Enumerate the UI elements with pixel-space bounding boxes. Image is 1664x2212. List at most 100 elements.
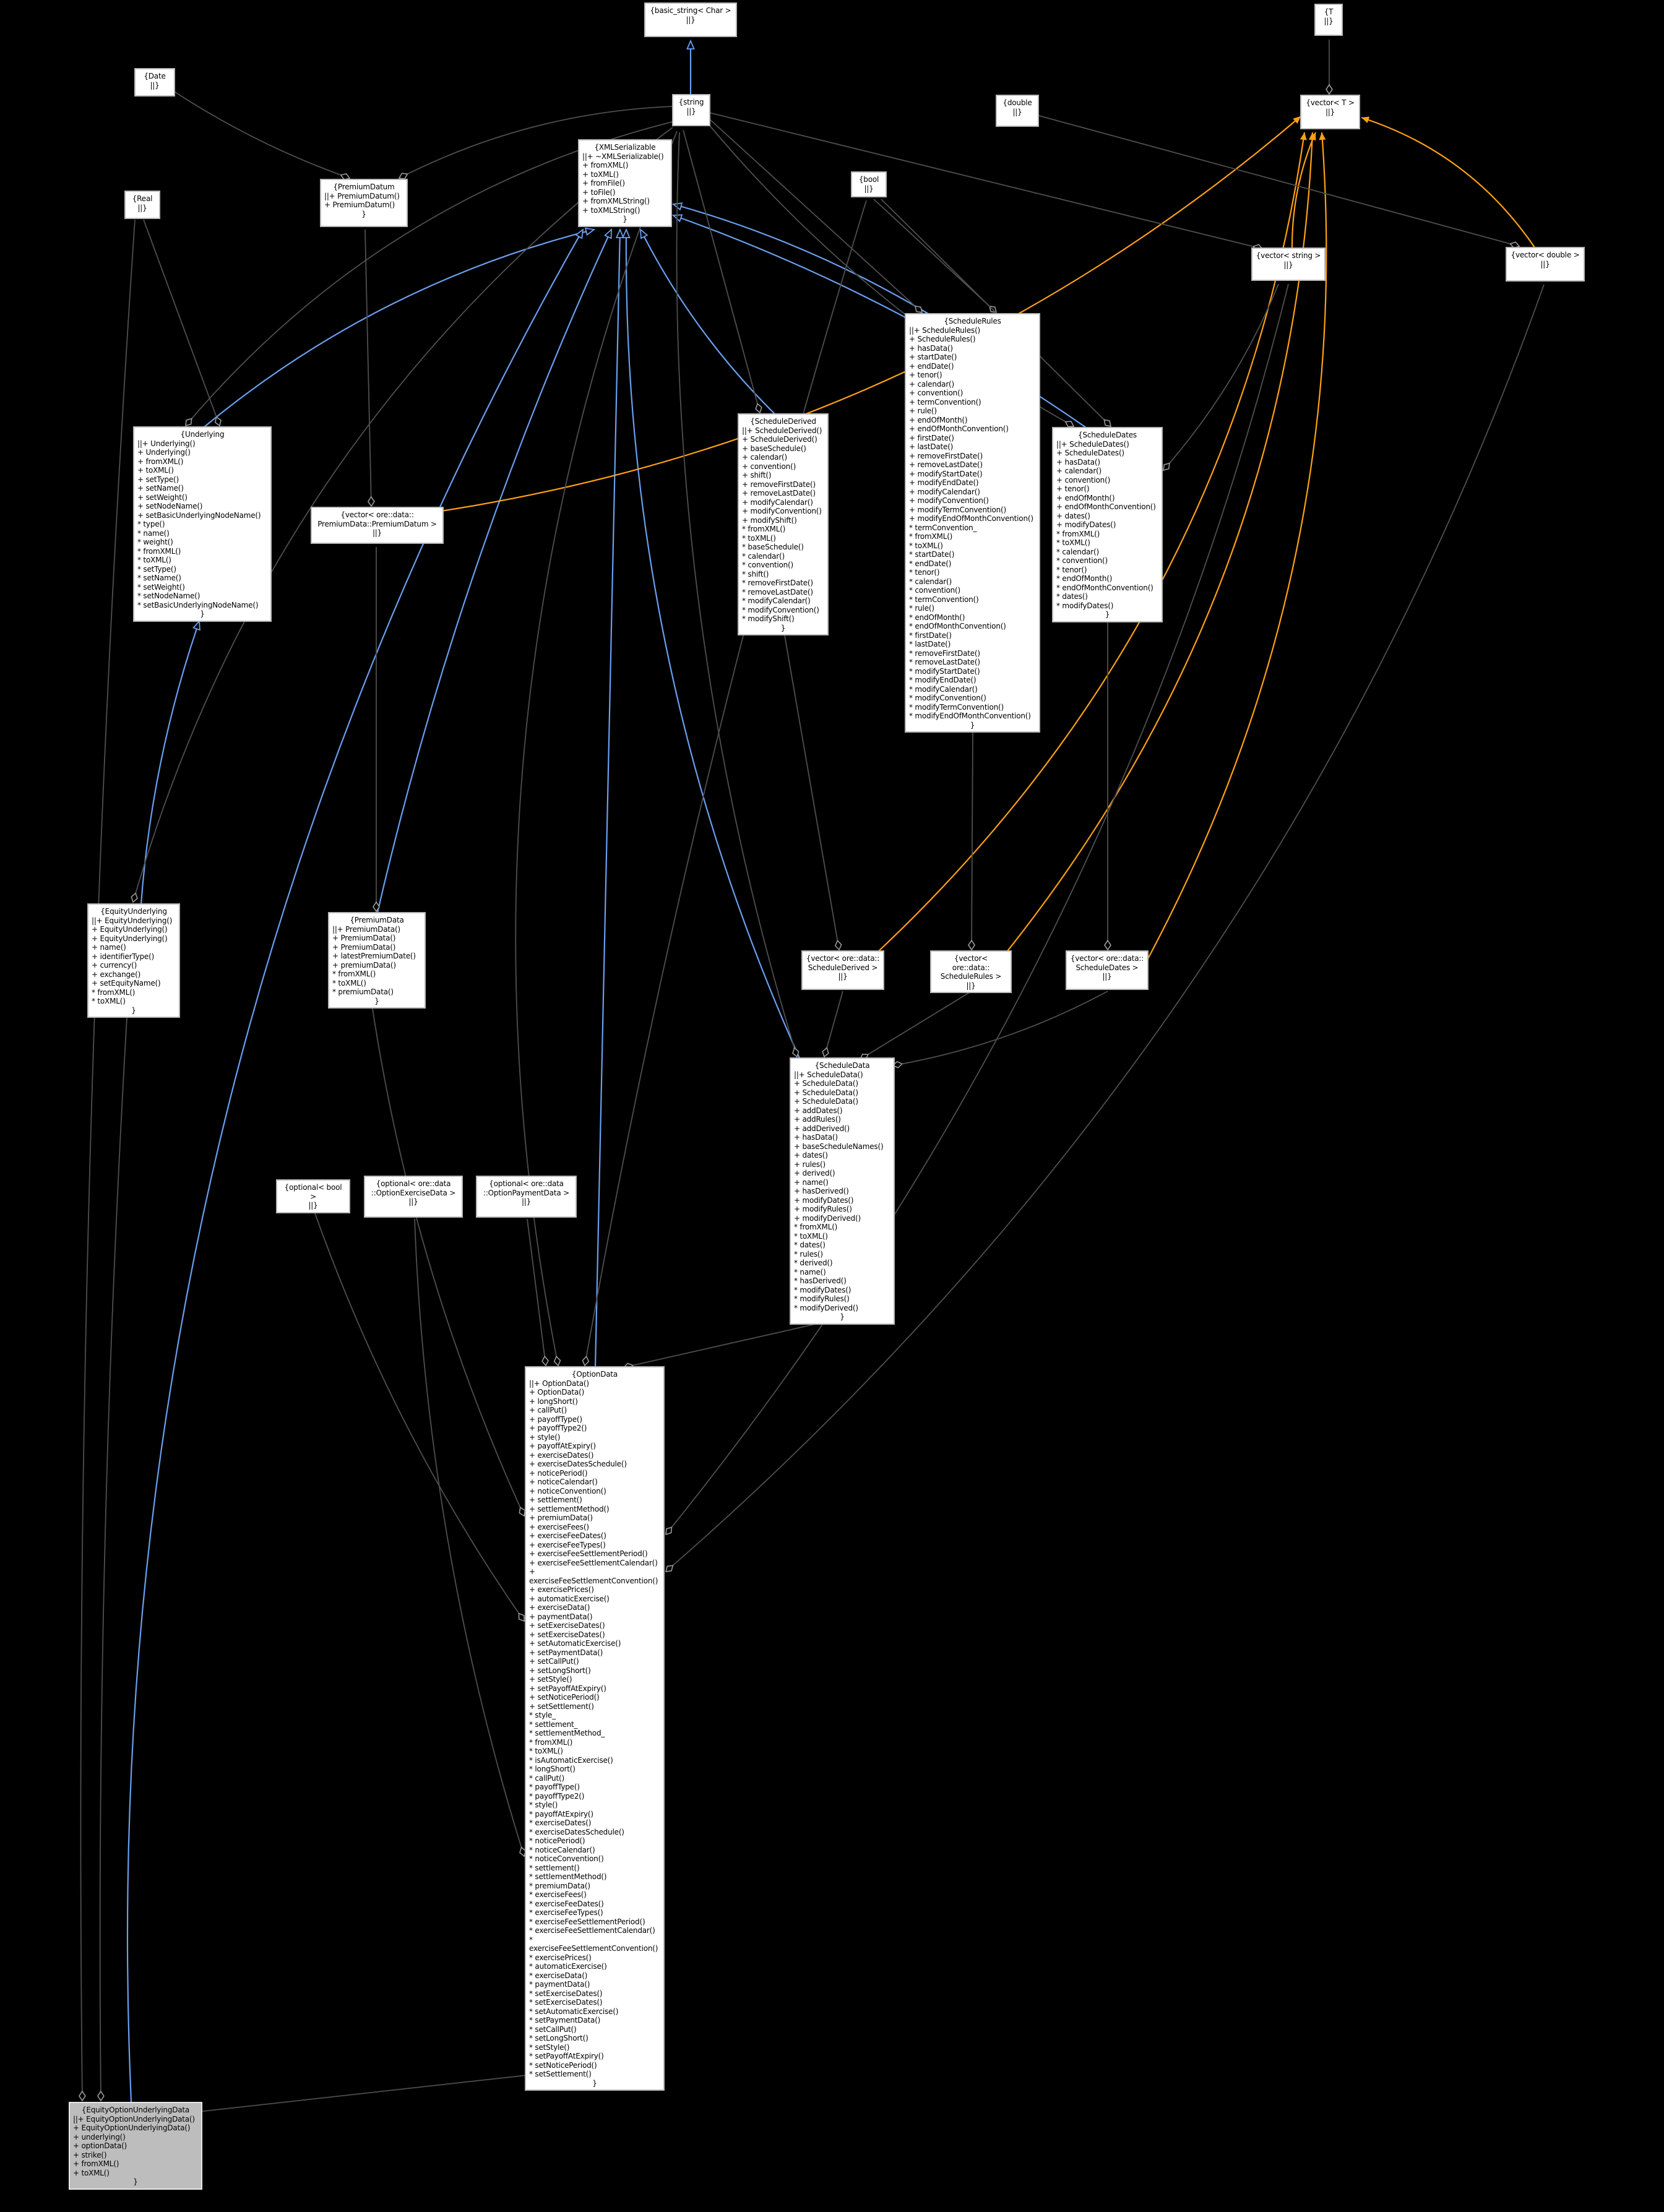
edge-premium_data-to-xml_serializable: [376, 228, 612, 913]
node-close: }: [623, 215, 627, 223]
node-head: {bool: [858, 175, 879, 184]
node-close: ||}: [372, 528, 382, 537]
node-close: ||}: [1102, 972, 1112, 981]
edge-string-to-schedule_derived: [683, 129, 762, 414]
edge-option_data-to-equity_option_underlying_data: [186, 2071, 561, 2117]
edge-double-to-vector_double: [1032, 113, 1520, 249]
edge-schedule_data-to-option_data: [623, 1323, 819, 1371]
edge-equity_option_underlying_data-to-xml_serializable: [126, 228, 584, 2102]
node-members: ||+ Underlying() + Underlying() + fromXM…: [137, 439, 261, 609]
edge-schedule_derived-to-xml_serializable: [639, 228, 775, 415]
class-optional-option-payment-data[interactable]: {optional< ore::data ::OptionPaymentData…: [476, 1176, 577, 1218]
node-members: ||+ PremiumDatum() + PremiumDatum(): [324, 191, 400, 210]
edge-optional_payment-to-option_data: [527, 1218, 549, 1367]
node-head: {ScheduleDates: [1078, 431, 1137, 439]
edge-underlying-to-xml_serializable: [204, 227, 596, 428]
node-head: {ScheduleData: [814, 1061, 870, 1070]
class-xml-serializable[interactable]: {XMLSerializable ||+ ~XMLSerializable() …: [578, 139, 672, 227]
edge-real-to-equity_option_underlying_data: [78, 219, 136, 2102]
class-t[interactable]: {T ||}: [1314, 4, 1343, 36]
class-schedule-rules[interactable]: {ScheduleRules ||+ ScheduleRules() + Sch…: [905, 313, 1040, 733]
node-head: {OptionData: [571, 1370, 618, 1379]
class-date[interactable]: {Date ||}: [134, 68, 175, 97]
node-close: ||}: [521, 1197, 532, 1206]
class-vector-schedule-derived[interactable]: {vector< ore::data:: ScheduleDerived > |…: [801, 950, 884, 990]
node-head: {vector< string >: [1256, 251, 1321, 260]
edge-date-to-premium_datum: [169, 88, 351, 181]
node-head: {string: [678, 98, 704, 106]
node-close: }: [361, 209, 366, 218]
class-vector-premium-datum[interactable]: {vector< ore::data:: PremiumData::Premiu…: [311, 507, 444, 544]
node-head: {vector< double >: [1511, 251, 1580, 259]
node-members: ||+ OptionData() + OptionData() + longSh…: [529, 1379, 658, 2079]
node-close: ||}: [686, 106, 696, 116]
node-head: {vector< T >: [1306, 98, 1355, 107]
edge-string-to-vector_string: [709, 112, 1264, 251]
node-head: {vector< ore::data:: ScheduleDates >: [1070, 954, 1144, 972]
class-bool[interactable]: {bool ||}: [851, 171, 887, 197]
class-option-data[interactable]: {OptionData ||+ OptionData() + OptionDat…: [525, 1366, 665, 2091]
class-vector-string[interactable]: {vector< string > ||}: [1251, 247, 1326, 281]
node-head: {optional< bool >: [284, 1183, 342, 1201]
class-schedule-data[interactable]: {ScheduleData ||+ ScheduleData() + Sched…: [790, 1057, 895, 1325]
node-close: ||}: [1283, 260, 1293, 269]
class-premium-data[interactable]: {PremiumData ||+ PremiumData() + Premium…: [328, 912, 426, 1009]
node-members: ||+ EquityUnderlying() + EquityUnderlyin…: [92, 916, 173, 1006]
class-vector-double[interactable]: {vector< double > ||}: [1506, 247, 1585, 282]
node-close: }: [131, 1005, 136, 1015]
edge-optional_exercise-to-option_data: [414, 1218, 527, 1857]
node-head: {vector< ore::data:: PremiumData::Premiu…: [317, 510, 437, 528]
node-members: ||+ EquityOptionUnderlyingData() + Equit…: [73, 2114, 195, 2177]
node-close: ||}: [686, 15, 696, 24]
edge-option_data-to-xml_serializable: [594, 228, 624, 1367]
class-real[interactable]: {Real ||}: [124, 191, 160, 219]
edge-premium_data-to-option_data: [372, 1008, 526, 1517]
class-premium-datum[interactable]: {PremiumDatum ||+ PremiumDatum() + Premi…: [320, 179, 408, 227]
edge-schedule_data-to-xml_serializable: [622, 228, 801, 1059]
edge-string-to-option_data: [515, 131, 678, 1367]
node-close: }: [133, 2177, 138, 2186]
node-head: {Real: [132, 194, 153, 203]
class-string[interactable]: {string ||}: [672, 94, 710, 126]
node-close: }: [374, 996, 379, 1005]
class-equity-option-underlying-data[interactable]: {EquityOptionUnderlyingData ||+ EquityOp…: [69, 2102, 202, 2190]
edge-schedule_rules-to-vector_schedule_rules: [968, 732, 976, 951]
node-close: }: [970, 720, 975, 729]
class-vector-schedule-dates[interactable]: {vector< ore::data:: ScheduleDates > ||}: [1066, 950, 1149, 990]
node-close: ||}: [1324, 16, 1334, 25]
class-schedule-dates[interactable]: {ScheduleDates ||+ ScheduleDates() + Sch…: [1052, 427, 1163, 622]
class-underlying[interactable]: {Underlying ||+ Underlying() + Underlyin…: [133, 426, 272, 622]
class-schedule-derived[interactable]: {ScheduleDerived ||+ ScheduleDerived() +…: [738, 413, 829, 635]
node-close: }: [592, 2078, 597, 2088]
class-optional-option-exercise-data[interactable]: {optional< ore::data ::OptionExerciseDat…: [364, 1176, 463, 1218]
edge-vector_string-to-option_data: [665, 283, 1289, 1536]
edge-vector_string-to-vector_t: [1291, 132, 1317, 249]
edge-bool-to-schedule_dates: [881, 199, 1112, 428]
class-basic-string[interactable]: {basic_string< Char > ||}: [644, 2, 737, 37]
class-double[interactable]: {double ||}: [996, 95, 1039, 127]
node-members: ||+ ScheduleDates() + ScheduleDates() + …: [1056, 439, 1156, 610]
edge-vector_schedule_rules-to-schedule_data: [859, 991, 972, 1061]
node-head: {optional< ore::data ::OptionExerciseDat…: [371, 1179, 456, 1197]
node-head: {PremiumData: [350, 916, 404, 924]
edge-vector_string-to-schedule_dates: [1163, 283, 1279, 471]
edge-string-to-premium_datum: [398, 106, 673, 179]
edge-equity_underlying-to-equity_option_underlying_data: [97, 1017, 127, 2102]
class-vector-schedule-rules[interactable]: {vector< ore::data:: ScheduleRules > ||}: [930, 950, 1012, 993]
edge-vector_double-to-vector_t: [1361, 116, 1535, 248]
edge-vector_schedule_dates-to-vector_t: [1145, 132, 1327, 963]
edge-bool-to-option_data: [582, 200, 867, 1367]
edge-string-to-schedule_data: [676, 132, 800, 1058]
node-head: {basic_string< Char >: [650, 6, 731, 15]
node-head: {Underlying: [180, 430, 225, 439]
edge-string-to-equity_underlying: [131, 127, 673, 903]
class-equity-underlying[interactable]: {EquityUnderlying ||+ EquityUnderlying()…: [87, 903, 180, 1018]
node-close: ||}: [838, 972, 848, 981]
edge-optional_bool-to-option_data: [314, 1211, 525, 1622]
node-close: }: [200, 609, 205, 618]
node-close: ||}: [137, 203, 147, 212]
class-optional-bool[interactable]: {optional< bool > ||}: [276, 1179, 350, 1213]
edge-string-to-schedule_rules: [709, 118, 923, 313]
class-vector-t[interactable]: {vector< T > ||}: [1300, 95, 1360, 129]
node-close: }: [840, 1312, 845, 1321]
